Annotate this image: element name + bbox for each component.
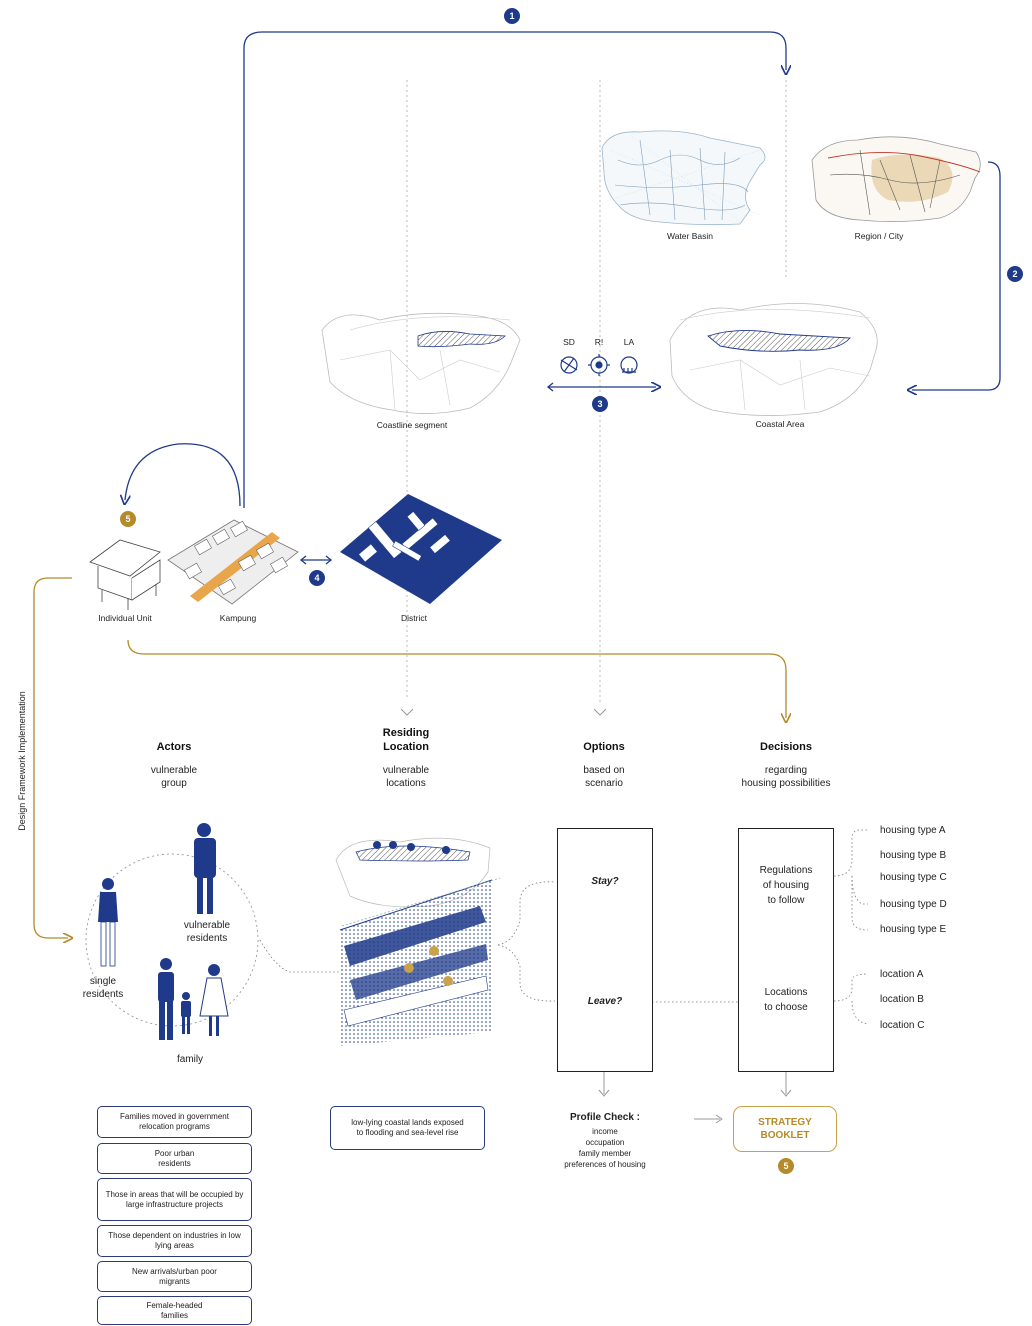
- water-basin-map: [601, 130, 766, 226]
- coastline-segment-map: [321, 312, 521, 414]
- guide-chevron: [400, 708, 414, 716]
- heading-actors: Actors: [156, 741, 192, 753]
- connector-2: [912, 161, 1001, 390]
- strategy-booklet[interactable]: STRATEGY BOOKLET: [733, 1106, 837, 1152]
- step-badge-5-strategy: 5: [778, 1158, 794, 1174]
- label-vulnerable-2: residents: [186, 933, 228, 944]
- caption-water-basin: Water Basin: [667, 231, 713, 241]
- step-badge-1: 1: [504, 8, 520, 24]
- profile-line: preferences of housing: [564, 1160, 646, 1169]
- options-sub-2: scenario: [585, 778, 623, 789]
- label-family: family: [176, 1054, 204, 1065]
- caption-individual-unit: Individual Unit: [98, 613, 152, 623]
- housing-type-a: housing type A: [880, 825, 946, 836]
- individual-unit-drawing: [89, 539, 161, 610]
- step-badge-5: 5: [120, 511, 136, 527]
- label-single-2: residents: [82, 989, 124, 1000]
- actor-group-item: Those dependent on industries in low lyi…: [97, 1225, 252, 1257]
- caption-coastline-segment: Coastline segment: [376, 420, 448, 430]
- option-stay: Stay?: [591, 876, 619, 887]
- location-b: location B: [880, 994, 924, 1005]
- region-city-map: [811, 136, 981, 222]
- coastal-area-map: [669, 303, 878, 416]
- decision-regulations-2: of housing: [762, 880, 810, 891]
- heading-residing-2: Location: [383, 741, 429, 753]
- strategy-label-r: R!: [594, 337, 604, 347]
- actors-sub-1: vulnerable: [150, 765, 198, 776]
- decisions-box: [738, 828, 834, 1072]
- housing-type-c: housing type C: [880, 872, 947, 883]
- connector-1: [243, 31, 786, 508]
- actor-group-item: Female-headed families: [97, 1296, 252, 1325]
- actor-group-item: New arrivals/urban poor migrants: [97, 1261, 252, 1292]
- kampung-drawing: [167, 519, 299, 605]
- housing-type-d: housing type D: [880, 899, 947, 910]
- profile-line: occupation: [585, 1138, 625, 1147]
- label-single-1: single: [89, 976, 117, 987]
- label-vulnerable-1: vulnerable: [183, 920, 231, 931]
- actor-group-item: Poor urban residents: [97, 1143, 252, 1174]
- location-a: location A: [880, 969, 924, 980]
- guide-chevron: [593, 708, 607, 716]
- strategy-icons: [560, 354, 638, 376]
- decision-regulations-1: Regulations: [759, 865, 813, 876]
- housing-type-b: housing type B: [880, 850, 947, 861]
- options-sub-1: based on: [583, 765, 625, 776]
- decisions-sub-1: regarding: [764, 765, 808, 776]
- single-resident-figure: [98, 878, 118, 967]
- heading-residing-1: Residing: [382, 727, 430, 739]
- decision-locations-1: Locations: [764, 987, 808, 998]
- vulnerable-resident-figure: [194, 823, 216, 914]
- profile-check-title: Profile Check :: [569, 1112, 641, 1123]
- decisions-sub-2: housing possibilities: [741, 778, 831, 789]
- family-figure: [158, 958, 229, 1040]
- caption-coastal-area: Coastal Area: [755, 419, 805, 429]
- housing-type-e: housing type E: [880, 924, 947, 935]
- flow-arrows: [598, 1072, 792, 1124]
- residing-sub-1: vulnerable: [382, 765, 430, 776]
- option-leave: Leave?: [587, 996, 623, 1007]
- profile-line: family member: [578, 1149, 632, 1158]
- caption-kampung: Kampung: [219, 613, 257, 623]
- step-badge-3: 3: [592, 396, 608, 412]
- guide-lines: [406, 80, 787, 705]
- residing-detail-plan: [339, 877, 501, 1046]
- strategy-line-2: BOOKLET: [760, 1130, 810, 1141]
- heading-options: Options: [583, 741, 625, 753]
- decision-regulations-3: to follow: [767, 895, 805, 906]
- caption-region-city: Region / City: [854, 231, 904, 241]
- gold-connector-framework: [33, 577, 72, 938]
- strategy-label-la: LA: [623, 337, 635, 347]
- options-box: [557, 828, 653, 1072]
- actor-group-item: Those in areas that will be occupied by …: [97, 1178, 252, 1221]
- profile-line: income: [592, 1127, 618, 1136]
- actors-circle: [85, 853, 259, 1027]
- decision-locations-2: to choose: [764, 1002, 808, 1013]
- option-connectors: [259, 829, 869, 1025]
- residing-sub-2: locations: [386, 778, 426, 789]
- caption-district: District: [401, 613, 427, 623]
- strategy-label-sd: SD: [563, 337, 575, 347]
- actors-sub-2: group: [161, 778, 187, 789]
- gold-connector-decisions: [127, 639, 786, 718]
- side-label-framework: Design Framework Implementation: [17, 691, 27, 831]
- location-c: location C: [880, 1020, 925, 1031]
- step-badge-4: 4: [309, 570, 325, 586]
- actor-group-item: Families moved in government relocation …: [97, 1106, 252, 1138]
- heading-decisions: Decisions: [760, 741, 812, 753]
- district-drawing: [340, 494, 502, 604]
- location-note: low-lying coastal lands exposed to flood…: [330, 1106, 485, 1150]
- step-badge-2: 2: [1007, 266, 1023, 282]
- strategy-line-1: STRATEGY: [758, 1117, 812, 1128]
- residing-coastline-map: [335, 837, 491, 908]
- loop-arrow: [125, 443, 241, 507]
